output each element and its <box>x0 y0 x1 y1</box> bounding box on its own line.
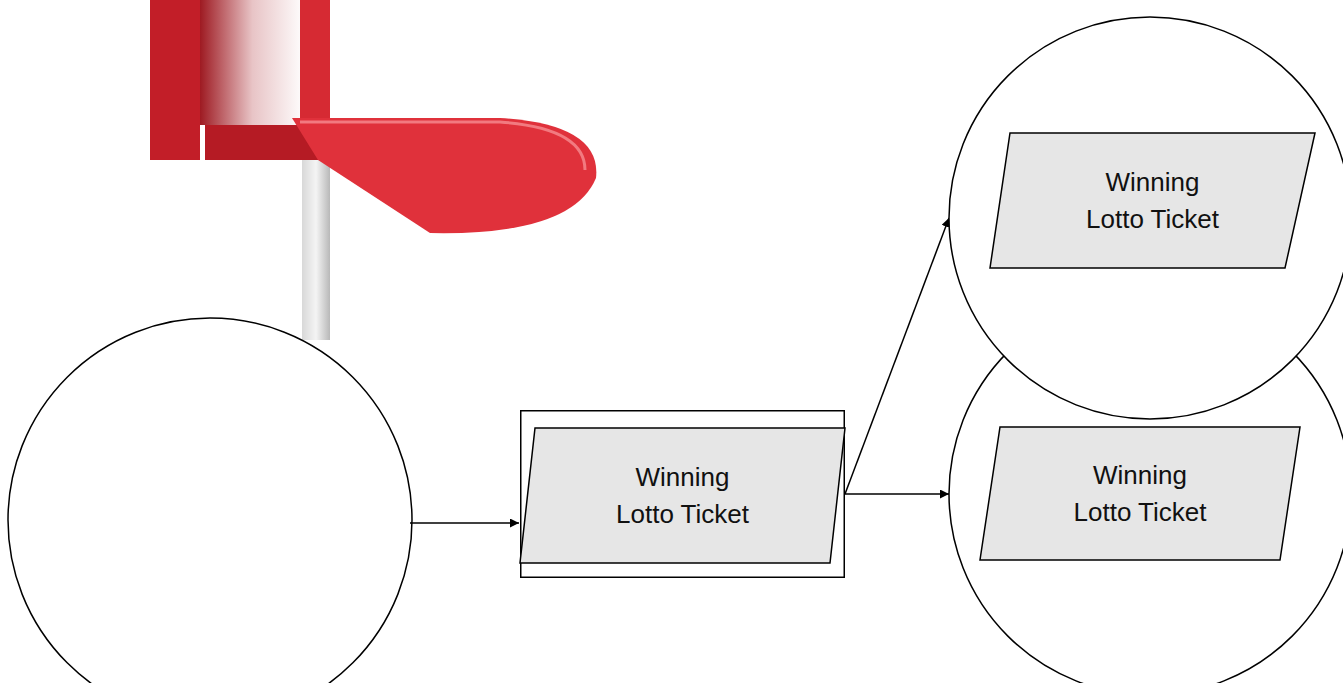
node-outline <box>520 410 845 578</box>
mailbox-side <box>150 0 200 160</box>
mailbox-picture <box>150 0 596 340</box>
mailbox-front <box>300 0 330 135</box>
circle-border <box>949 293 1343 683</box>
mailbox-pole <box>302 150 330 340</box>
door-highlight <box>300 122 585 170</box>
ticket-label: Winning Lotto Ticket <box>608 459 758 532</box>
ticket-text-area: Winning Lotto Ticket <box>1018 139 1287 262</box>
ticket-shape <box>520 428 845 563</box>
mailbox-door <box>292 118 596 233</box>
ticket-shape <box>980 427 1300 560</box>
ticket-label: Winning Lotto Ticket <box>1065 457 1215 530</box>
input-arrow <box>410 522 519 524</box>
mailbox-opening <box>200 0 305 125</box>
frame-border <box>521 411 845 578</box>
ticket-shape <box>990 133 1315 268</box>
empty-circle <box>8 318 412 683</box>
circle-node: Winning Lotto Ticket <box>948 16 1343 420</box>
arrow-connector <box>845 218 949 494</box>
ticket-text-area: Winning Lotto Ticket <box>543 434 822 557</box>
ticket-text-area: Winning Lotto Ticket <box>1008 433 1272 554</box>
arrow-connector <box>845 493 949 495</box>
circle-border <box>949 17 1343 419</box>
ticket-box: Winning Lotto Ticket <box>520 410 845 578</box>
ticket-label: Winning Lotto Ticket <box>1078 164 1228 237</box>
